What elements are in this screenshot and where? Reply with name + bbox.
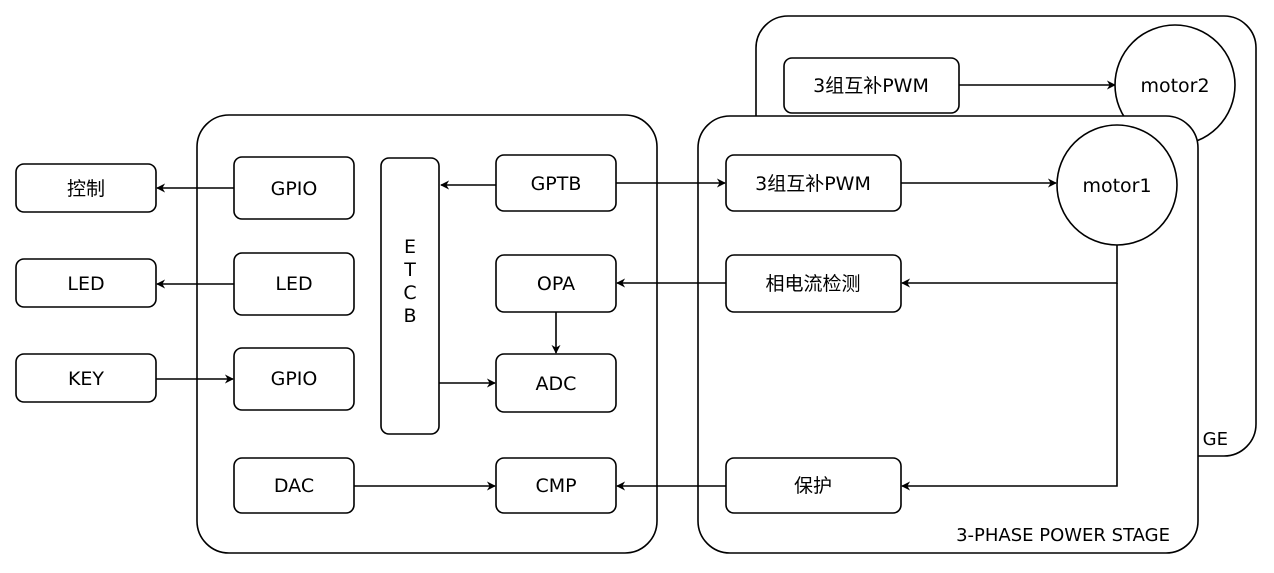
etcb-letter-e: E [404, 236, 416, 258]
motor2-block: motor2 [1114, 24, 1236, 146]
power-stage-back-label: GE [1203, 429, 1228, 450]
etcb-block: E T C B [380, 157, 440, 435]
gpio-control-block: GPIO [233, 156, 355, 220]
adc-label: ADC [536, 373, 577, 395]
pwm-front-block: 3组互补PWM [725, 154, 902, 212]
gptb-label: GPTB [531, 173, 582, 195]
cmp-block: CMP [495, 457, 617, 514]
protect-block: 保护 [725, 457, 902, 514]
control-block: 控制 [15, 163, 157, 213]
motor2-label: motor2 [1140, 75, 1209, 97]
adc-block: ADC [495, 353, 617, 413]
pwm-front-label: 3组互补PWM [755, 173, 871, 195]
dac-block: DAC [233, 457, 355, 514]
cmp-label: CMP [535, 475, 576, 497]
current-detect-label: 相电流检测 [765, 273, 860, 295]
protect-label: 保护 [794, 475, 832, 497]
gptb-block: GPTB [495, 154, 617, 212]
pwm-back-label: 3组互补PWM [813, 75, 929, 97]
arrow-motor1-to-protect [901, 283, 1118, 491]
led-block: LED [233, 252, 355, 316]
key-block: KEY [15, 353, 157, 403]
key-label: KEY [68, 368, 104, 390]
led-label: LED [275, 273, 312, 295]
control-label: 控制 [67, 178, 105, 200]
opa-block: OPA [495, 254, 617, 313]
pwm-back-block: 3组互补PWM [783, 57, 960, 114]
led-output-label: LED [67, 273, 104, 295]
motor1-label: motor1 [1082, 175, 1151, 197]
gpio-key-label: GPIO [271, 368, 318, 390]
etcb-letter-c: C [403, 282, 416, 304]
dac-label: DAC [274, 475, 314, 497]
opa-label: OPA [537, 273, 575, 295]
etcb-letter-t: T [403, 259, 416, 281]
etcb-letter-b: B [403, 305, 416, 327]
gpio-control-label: GPIO [271, 178, 318, 200]
current-detect-block: 相电流检测 [725, 254, 902, 313]
gpio-key-block: GPIO [233, 347, 355, 411]
motor1-block: motor1 [1056, 124, 1178, 246]
power-stage-front-label: 3-PHASE POWER STAGE [956, 525, 1170, 546]
led-output-block: LED [15, 258, 157, 308]
